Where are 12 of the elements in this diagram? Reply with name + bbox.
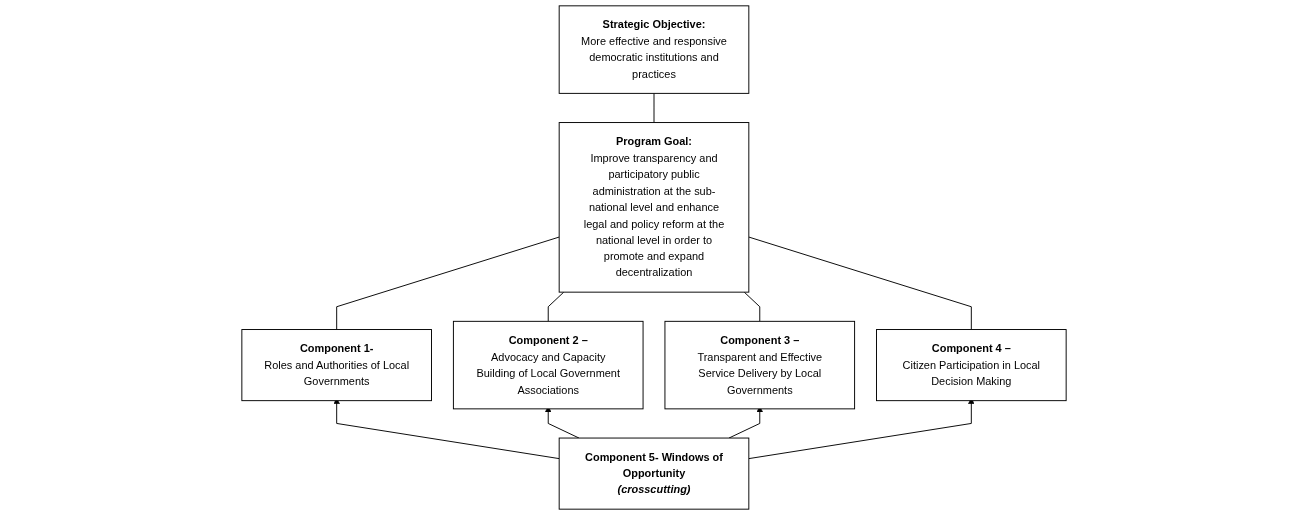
- node-box: Component 2 – Advocacy and Capacity Building of Local Government Associations: [452, 320, 644, 410]
- connector: [748, 236, 972, 330]
- node-box: Component 1- Roles and Authorities of Local Governments: [241, 329, 432, 402]
- node-box: Component 5- Windows of Opportunity (crosscutting): [558, 437, 750, 510]
- connector: [547, 291, 565, 322]
- node-box: Program Goal: Improve transparency and participatory public administration at the sub-national level and enhance legal and policy reform at the national level in order to promote and expand decentralization: [558, 122, 750, 293]
- connector: [743, 291, 761, 322]
- node-box: Strategic Objective: More effective and responsive democratic institutions and practices: [558, 5, 750, 94]
- node-box: Component 4 – Citizen Participation in Local Decision Making: [876, 329, 1067, 402]
- node-box: Component 3 – Transparent and Effective Service Delivery by Local Governments: [664, 320, 856, 410]
- connector: [653, 92, 655, 124]
- connector: [336, 236, 560, 330]
